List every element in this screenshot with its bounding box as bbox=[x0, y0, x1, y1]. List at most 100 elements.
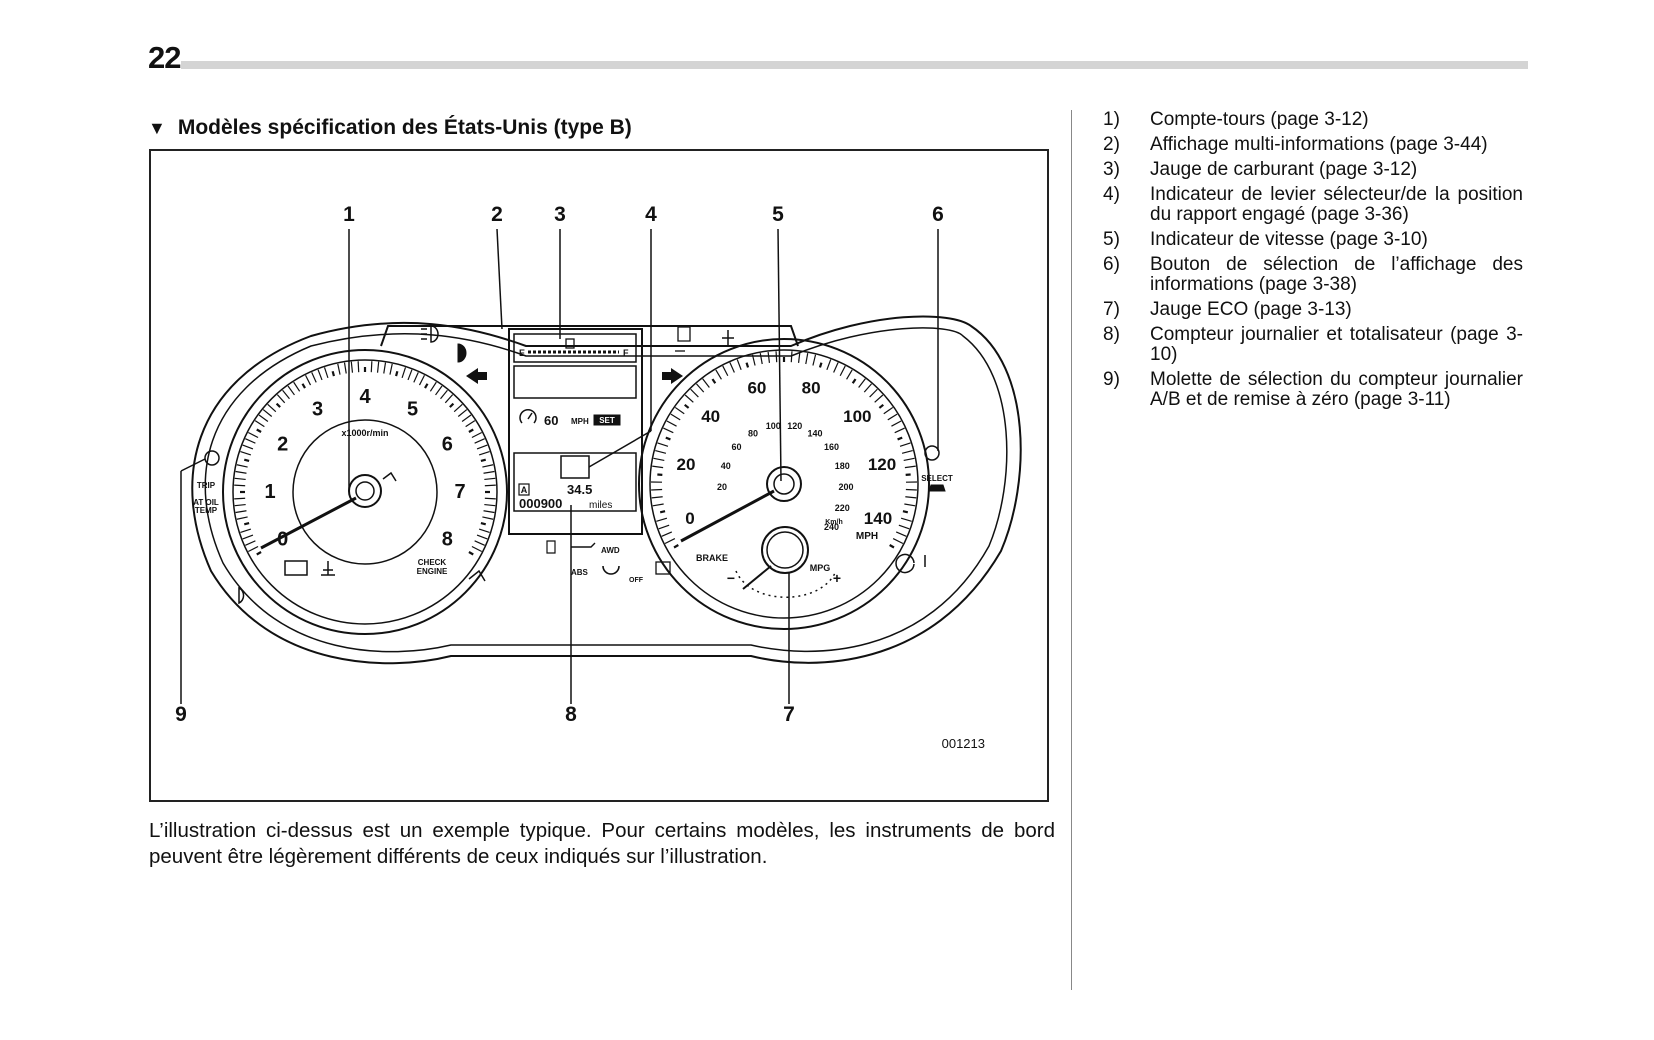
tach-unit-label: x1000r/min bbox=[341, 428, 388, 438]
speed-tick bbox=[729, 362, 735, 373]
tach-tick bbox=[245, 438, 256, 444]
set-indicator-box bbox=[593, 414, 621, 426]
tach-tick bbox=[383, 362, 387, 374]
tach-tick bbox=[478, 528, 490, 534]
kmh-number: 100 bbox=[766, 421, 781, 431]
tach-tick bbox=[482, 464, 494, 468]
mph-number: 80 bbox=[802, 379, 821, 398]
low-fuel-icon bbox=[546, 540, 556, 554]
speed-tick bbox=[751, 354, 756, 366]
legend-item-text: Jauge de carburant (page 3-12) bbox=[1150, 159, 1418, 180]
kmh-number: 160 bbox=[824, 442, 839, 452]
callout-leaders bbox=[180, 228, 939, 704]
tach-tick bbox=[389, 363, 393, 375]
tach-tick bbox=[483, 470, 495, 474]
cruise-unit-label: MPH bbox=[571, 417, 589, 426]
legend-item-num: 1) bbox=[1103, 109, 1120, 130]
tach-needle bbox=[260, 496, 357, 550]
eco-needle bbox=[742, 565, 772, 590]
trip-mode-box bbox=[518, 483, 530, 496]
tach-tick bbox=[262, 409, 273, 417]
speed-tick bbox=[903, 457, 915, 462]
callout-number: 3 bbox=[554, 203, 566, 226]
cruise-speed-value: 60 bbox=[544, 413, 558, 428]
tach-tick bbox=[282, 389, 290, 400]
tach-number: 5 bbox=[407, 399, 418, 421]
tach-tick bbox=[234, 503, 246, 507]
oil-pressure-icon bbox=[571, 542, 596, 548]
check-engine-label-2: ENGINE bbox=[417, 567, 448, 576]
tach-tick bbox=[276, 394, 286, 404]
legend-item-text: Indicateur de levier sélecteur/de la pos… bbox=[1150, 184, 1523, 225]
eco-gauge-arc bbox=[735, 570, 837, 598]
figure-id: 001213 bbox=[942, 736, 985, 751]
legend-item-num: 3) bbox=[1103, 159, 1120, 180]
speed-tick bbox=[839, 365, 846, 376]
tach-tick bbox=[311, 372, 317, 383]
tach-tick bbox=[401, 367, 407, 379]
tach-tick bbox=[476, 444, 488, 450]
speed-tick bbox=[900, 517, 912, 522]
speed-tick bbox=[891, 420, 902, 427]
speed-tick bbox=[664, 538, 676, 545]
kmh-number: 140 bbox=[807, 428, 822, 438]
tach-tick bbox=[453, 403, 463, 413]
select-knob[interactable] bbox=[924, 445, 940, 461]
tach-tick bbox=[471, 431, 482, 439]
eco-minus-label: − bbox=[727, 570, 735, 586]
speed-tick bbox=[759, 353, 763, 365]
speed-tick bbox=[722, 365, 729, 376]
speed-tick bbox=[736, 359, 742, 370]
tach-tick bbox=[323, 367, 329, 379]
coolant-temp-icon bbox=[321, 561, 335, 576]
select-knob-label: SELECT bbox=[921, 474, 953, 483]
trip-panel bbox=[513, 452, 637, 512]
speed-tick bbox=[904, 465, 916, 469]
battery-icon bbox=[284, 560, 308, 576]
speed-tick bbox=[684, 394, 694, 403]
speed-tick bbox=[653, 457, 665, 462]
callout-number: 7 bbox=[783, 703, 795, 726]
tach-tick bbox=[474, 438, 485, 444]
mph-number: 60 bbox=[747, 379, 766, 398]
tach-tick bbox=[317, 369, 323, 381]
tach-tick bbox=[350, 361, 354, 373]
tach-tick bbox=[234, 484, 246, 487]
speed-tick bbox=[673, 544, 679, 549]
tach-tick bbox=[484, 503, 496, 507]
tach-tick bbox=[444, 394, 454, 404]
speed-tick bbox=[901, 449, 913, 454]
tach-tick bbox=[234, 497, 246, 500]
speed-tick bbox=[846, 369, 853, 380]
tach-tick bbox=[440, 389, 448, 400]
legend-item: 6)Bouton de sélection de l’affichage des… bbox=[1103, 255, 1523, 295]
tach-tick bbox=[236, 464, 248, 468]
mph-number: 40 bbox=[701, 407, 720, 426]
triangle-bullet-icon: ▼ bbox=[148, 118, 166, 138]
kmh-number: 60 bbox=[731, 442, 741, 452]
gear-position-box bbox=[560, 455, 590, 479]
tach-tick bbox=[476, 534, 488, 540]
tach-tick bbox=[242, 444, 254, 450]
kmh-number: 200 bbox=[838, 482, 853, 492]
tach-tick bbox=[235, 510, 247, 514]
legend-item-text: Compteur journalier et totalisateur (pag… bbox=[1150, 324, 1523, 365]
tach-tick bbox=[240, 450, 252, 456]
trip-reset-knob[interactable] bbox=[204, 450, 220, 466]
tach-tick bbox=[248, 431, 259, 439]
kmh-number: 40 bbox=[721, 461, 731, 471]
high-beam-icon bbox=[457, 343, 467, 363]
tach-tick bbox=[478, 450, 490, 456]
legend-item-num: 5) bbox=[1103, 229, 1120, 250]
legend-item: 3) Jauge de carburant (page 3-12) bbox=[1103, 160, 1523, 180]
speed-tick bbox=[670, 413, 681, 421]
tach-number: 7 bbox=[454, 481, 465, 503]
tach-tick bbox=[484, 484, 496, 487]
speed-tick bbox=[655, 449, 667, 454]
kmh-number: 220 bbox=[835, 503, 850, 513]
legend-item-num: 2) bbox=[1103, 134, 1120, 155]
figure-caption: L’illustration ci-dessus est un exemple … bbox=[149, 819, 1055, 868]
speed-tick bbox=[651, 496, 663, 499]
